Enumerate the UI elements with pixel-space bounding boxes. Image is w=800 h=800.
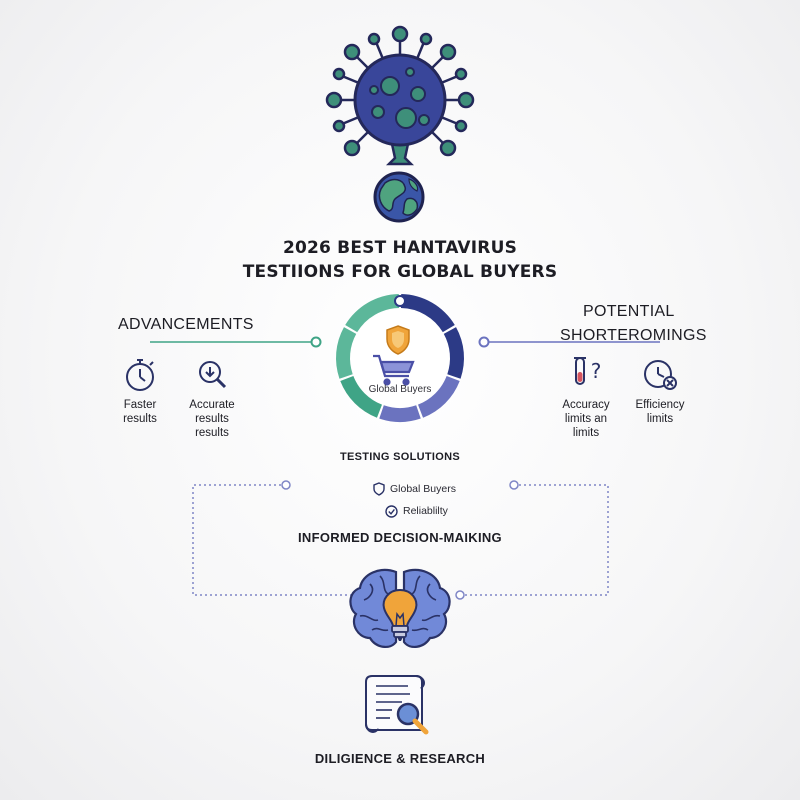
title-line-1: 2026 BEST HANTAVIRUS — [282, 238, 518, 258]
ring-segment-5 — [340, 375, 383, 418]
svg-text:?: ? — [591, 359, 602, 383]
decision-heading: INFORMED DECISION-MAIKING — [298, 530, 502, 545]
ring-segment-3 — [417, 375, 460, 418]
ring-segment-1 — [400, 294, 455, 333]
advancements-heading: ADVANCEMENTS — [118, 316, 254, 333]
ring-segment-2 — [443, 327, 464, 379]
faster-results-label: Faster results — [123, 399, 157, 425]
title-line-2: TESTIIONS FOR GLOBAL BUYERS — [242, 262, 558, 282]
page-title: 2026 BEST HANTAVIRUS TESTIIONS FOR GLOBA… — [200, 236, 600, 284]
badge-global-buyers-label: Global Buyers — [390, 483, 456, 495]
ring-segment-7 — [345, 294, 400, 333]
research-heading: DILIGIENCE & RESEARCH — [314, 751, 486, 766]
efficiency-limits-label: Efficiency limits — [635, 399, 685, 425]
ring-start-dot — [394, 295, 406, 307]
accuracy-limits-label: Accuracy limits an limits — [562, 399, 610, 439]
badge-reliability: Reliablilty — [385, 503, 448, 519]
badge-reliability-label: Reliablilty — [403, 505, 448, 517]
shield-outline-icon — [373, 482, 385, 496]
badge-global-buyers: Global Buyers — [373, 481, 456, 497]
testing-solutions-label: TESTING SOLUTIONS — [340, 451, 460, 463]
ring-segment-6 — [336, 327, 357, 379]
center-label: Global Buyers — [368, 384, 432, 395]
ring-center — [351, 309, 449, 407]
check-circle-icon — [385, 504, 398, 518]
accurate-results-label: Accurate results results — [189, 399, 235, 439]
ring-segment-4 — [379, 405, 421, 422]
potential-shortcomings-heading: POTENTIAL SHORTEROMINGS — [560, 303, 707, 344]
